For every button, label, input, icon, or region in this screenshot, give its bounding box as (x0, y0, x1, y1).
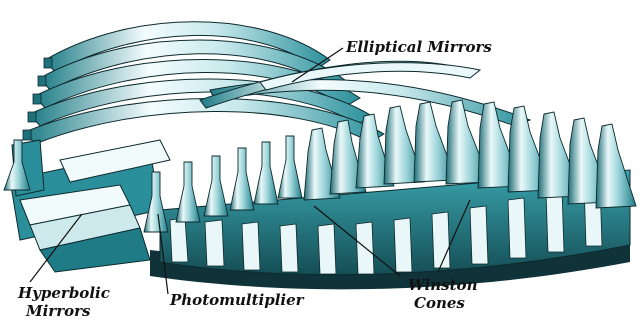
label-hyperbolic-line2: Mirrors (25, 302, 91, 320)
label-winston-line2: Cones (414, 294, 465, 312)
label-hyperbolic-line1: Hyperbolic (17, 284, 110, 302)
label-winston-line1: Winston (408, 276, 477, 294)
hyperbolic-mirror-panels (10, 140, 170, 272)
label-photomultiplier: Photomultiplier (169, 291, 305, 309)
label-elliptical-mirrors: Elliptical Mirrors (345, 38, 492, 56)
